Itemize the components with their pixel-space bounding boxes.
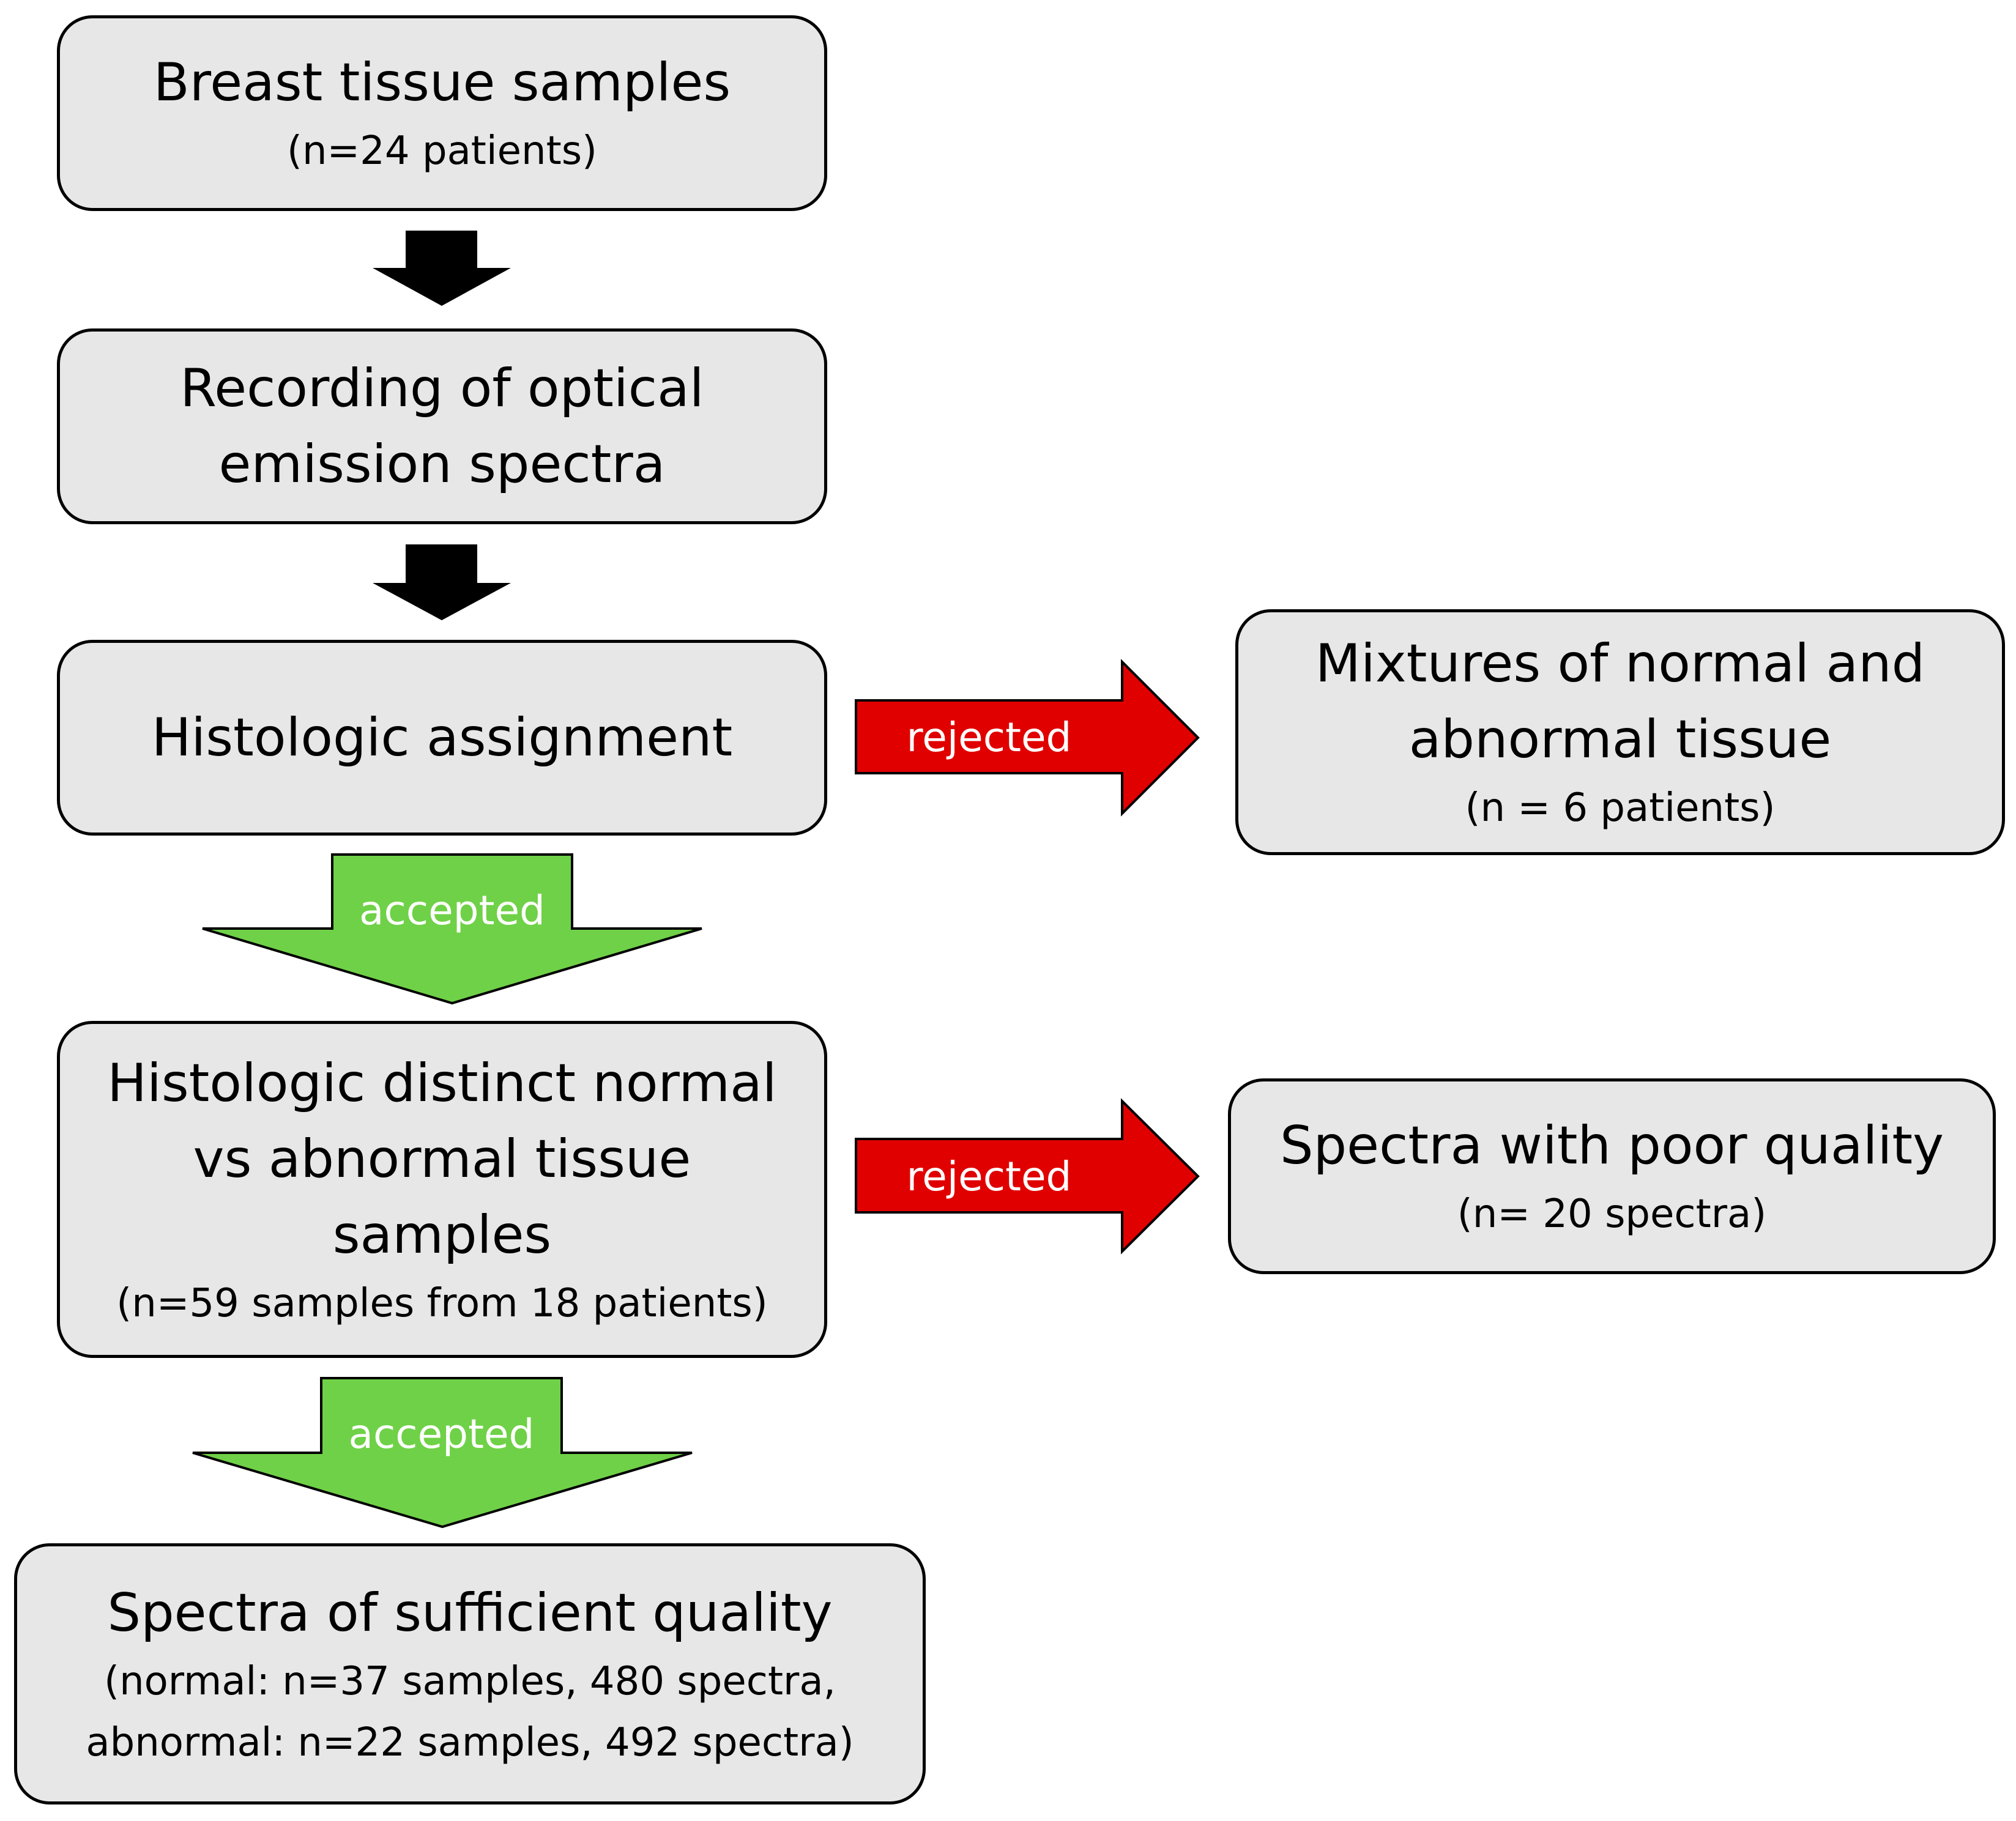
box-title-line-1: Mixtures of normal and	[1315, 633, 1925, 694]
box-sufficient-quality: Spectra of sufficient quality (normal: n…	[14, 1543, 926, 1804]
arrow-recording-to-assignment	[373, 544, 511, 620]
rejected-arrow-1	[855, 659, 1200, 817]
accepted-arrow-1	[202, 853, 702, 1005]
box-breast-tissue-samples: Breast tissue samples (n=24 patients)	[57, 15, 827, 211]
box-title: Spectra with poor quality	[1280, 1115, 1944, 1176]
box-mixtures-rejected: Mixtures of normal and abnormal tissue (…	[1235, 609, 2005, 855]
accepted-label-2: accepted	[348, 1411, 535, 1458]
box-title-line-1: Histologic distinct normal	[107, 1052, 777, 1114]
box-subtitle-line-2: abnormal: n=22 samples, 492 spectra)	[86, 1719, 854, 1765]
box-subtitle: (n=59 samples from 18 patients)	[116, 1280, 768, 1326]
rejected-label-2: rejected	[906, 1153, 1072, 1200]
accepted-label-1: accepted	[359, 887, 545, 934]
box-title-line-2: emission spectra	[218, 434, 666, 495]
box-title-line-2: vs abnormal tissue	[193, 1128, 691, 1190]
box-histologic-assignment: Histologic assignment	[57, 640, 827, 836]
box-recording-spectra: Recording of optical emission spectra	[57, 328, 827, 524]
box-title: Breast tissue samples	[153, 52, 731, 113]
arrow-samples-to-recording	[373, 231, 511, 306]
box-poor-quality-rejected: Spectra with poor quality (n= 20 spectra…	[1228, 1078, 1996, 1274]
box-histologic-distinct: Histologic distinct normal vs abnormal t…	[57, 1021, 827, 1358]
accepted-arrow-2	[192, 1377, 693, 1529]
rejected-arrow-2	[855, 1098, 1200, 1255]
rejected-label-1: rejected	[906, 714, 1072, 761]
box-title-line-3: samples	[332, 1204, 552, 1266]
box-title-line-1: Recording of optical	[180, 358, 704, 419]
box-subtitle: (n=24 patients)	[287, 128, 597, 174]
box-title: Spectra of sufficient quality	[107, 1582, 833, 1644]
box-title: Histologic assignment	[151, 707, 733, 768]
box-subtitle-line-1: (normal: n=37 samples, 480 spectra,	[104, 1658, 836, 1704]
box-title-line-2: abnormal tissue	[1408, 709, 1832, 770]
box-subtitle: (n= 20 spectra)	[1457, 1192, 1767, 1237]
box-subtitle: (n = 6 patients)	[1465, 785, 1776, 831]
